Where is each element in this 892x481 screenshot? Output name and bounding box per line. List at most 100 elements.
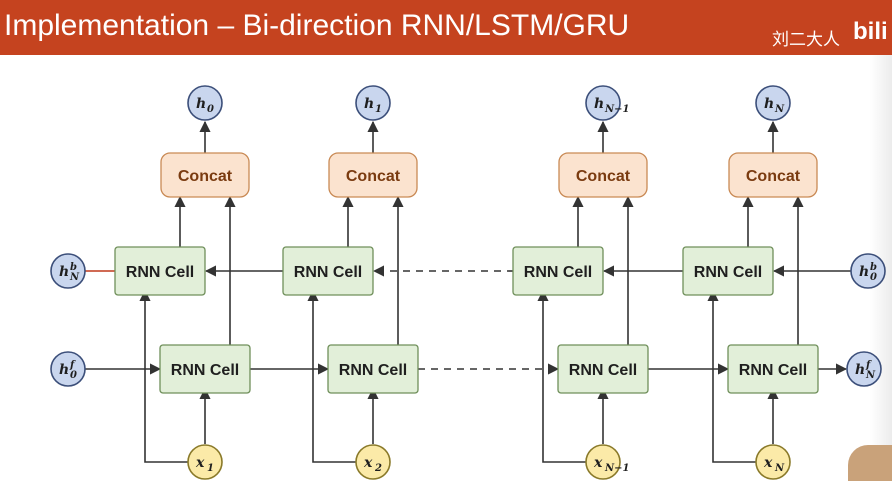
concat-box-1-label: Concat [346, 168, 401, 185]
forward-init-state-node-label: h [59, 362, 69, 378]
backward-rnn-cell-3-rect [682, 246, 774, 296]
output-node-2-circle [585, 85, 621, 121]
forward-final-state-node-sub: N [865, 370, 876, 381]
output-node-3-circle [755, 85, 791, 121]
forward-rnn-cell-0-rect [159, 344, 251, 394]
input-node-2-label: x [593, 455, 603, 471]
input-node-0-label: x [195, 455, 205, 471]
backward-init-state-node-label: h [859, 264, 869, 280]
backward-rnn-cell-1-rect [282, 246, 374, 296]
backward-rnn-cell-1: RNN Cell [282, 246, 374, 296]
concat-box-0-rect [160, 152, 250, 198]
input-node-0-circle [187, 444, 223, 480]
output-node-0-label: h [196, 96, 206, 112]
input-node-3-sub: N [774, 463, 785, 474]
concat-box-1: Concat [328, 152, 418, 198]
forward-rnn-cell-1: RNN Cell [327, 344, 419, 394]
watermark-text: 刘二大人 [772, 30, 840, 50]
output-node-0-circle [187, 85, 223, 121]
backward-rnn-cell-0: RNN Cell [114, 246, 206, 296]
backward-rnn-cell-3: RNN Cell [682, 246, 774, 296]
title-bar: Implementation – Bi-direction RNN/LSTM/G… [0, 0, 892, 55]
input-node-2-sub: N−1 [604, 463, 629, 474]
concat-box-3-label: Concat [746, 168, 801, 185]
output-node-0-sub: 0 [207, 104, 214, 115]
forward-rnn-cell-1-rect [327, 344, 419, 394]
watermark-logo: bili [853, 18, 888, 45]
forward-rnn-cell-2-rect [557, 344, 649, 394]
backward-rnn-cell-3-label: RNN Cell [694, 264, 762, 281]
output-node-2-label: h [594, 96, 604, 112]
forward-rnn-cell-0: RNN Cell [159, 344, 251, 394]
output-node-3-label: h [764, 96, 774, 112]
concat-box-0: Concat [160, 152, 250, 198]
backward-to-concat-arrow-0 [160, 195, 186, 252]
concat-box-0-label: Concat [178, 168, 233, 185]
concat-box-3-rect [728, 152, 818, 198]
slide-title: Implementation – Bi-direction RNN/LSTM/G… [4, 9, 630, 42]
forward-init-state-node-circle [50, 351, 86, 387]
forward-rnn-cell-2-label: RNN Cell [569, 362, 637, 379]
input-node-1-sub: 2 [374, 463, 382, 474]
output-node-1-circle [355, 85, 391, 121]
concat-box-2: Concat [558, 152, 648, 198]
backward-rnn-cell-0-label: RNN Cell [126, 264, 194, 281]
forward-init-state-node-sub: 0 [70, 370, 77, 381]
output-node-1-sub: 1 [375, 104, 382, 115]
input-node-3-circle [755, 444, 791, 480]
input-to-backward-arrow-3 [707, 289, 756, 463]
backward-to-concat-arrow-3 [728, 195, 754, 252]
concat-box-2-rect [558, 152, 648, 198]
backward-init-state-node-sup: b [870, 262, 877, 273]
backward-final-state-node-label: h [59, 264, 69, 280]
backward-final-state-node-sup: b [70, 262, 77, 273]
input-to-backward-arrow-0 [139, 289, 188, 463]
concat-box-1-rect [328, 152, 418, 198]
backward-to-concat-arrow-1 [328, 195, 354, 252]
input-node-1-circle [355, 444, 391, 480]
concat-box-3: Concat [728, 152, 818, 198]
input-node-3-label: x [763, 455, 773, 471]
input-to-backward-arrow-2 [537, 289, 586, 463]
backward-to-concat-arrow-2 [558, 195, 584, 252]
backward-rnn-cell-2-rect [512, 246, 604, 296]
backward-rnn-cell-2-label: RNN Cell [524, 264, 592, 281]
input-node-2-circle [585, 444, 621, 480]
backward-final-state-node-circle [50, 253, 86, 289]
forward-rnn-cell-1-label: RNN Cell [339, 362, 407, 379]
output-node-2-sub: N−1 [604, 104, 629, 115]
backward-init-state-node-circle [850, 253, 886, 289]
backward-rnn-cell-1-label: RNN Cell [294, 264, 362, 281]
input-node-0-sub: 1 [207, 463, 214, 474]
input-node-1-label: x [363, 455, 373, 471]
backward-init-state-node-sub: 0 [870, 272, 877, 283]
forward-rnn-cell-0-label: RNN Cell [171, 362, 239, 379]
video-overlay-corner [848, 445, 892, 481]
forward-rnn-cell-2: RNN Cell [557, 344, 649, 394]
forward-rnn-cell-3: RNN Cell [727, 344, 819, 394]
backward-rnn-cell-0-rect [114, 246, 206, 296]
forward-init-state-node-sup: f [69, 360, 76, 371]
forward-final-state-node-sup: f [865, 360, 872, 371]
forward-final-state-node-circle [846, 351, 882, 387]
backward-final-state-node-sub: N [69, 272, 80, 283]
backward-rnn-cell-2: RNN Cell [512, 246, 604, 296]
input-to-backward-arrow-1 [307, 289, 356, 463]
output-node-3-sub: N [774, 104, 785, 115]
forward-rnn-cell-3-rect [727, 344, 819, 394]
forward-rnn-cell-3-label: RNN Cell [739, 362, 807, 379]
